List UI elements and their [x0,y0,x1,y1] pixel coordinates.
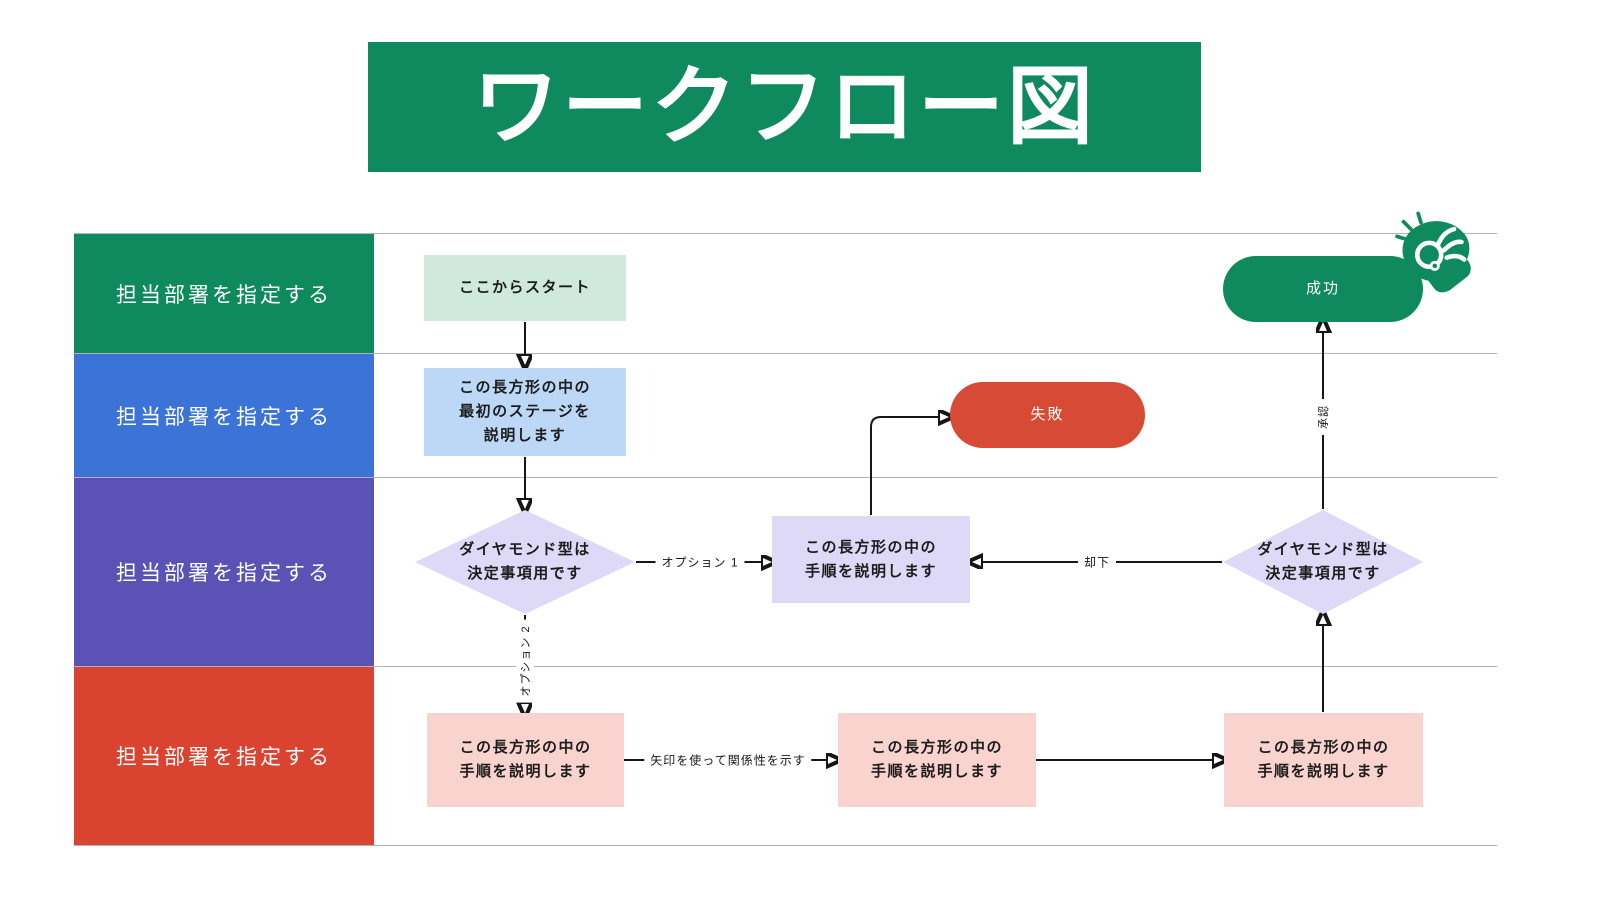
node-process-bottom-left: この長方形の中の 手順を説明します [427,713,624,807]
thumb-dot [1429,260,1440,271]
edge-label-option2: オプション 2 [516,619,534,703]
edge-label-option1: オプション 1 [655,552,745,572]
node-first-stage: この長方形の中の 最初のステージを 説明します [424,368,626,456]
finger-strokes [1435,226,1467,262]
ok-hand-icon [1395,211,1471,293]
edge-label-approve: 承認 [1314,399,1332,435]
swimlane-row-2: 担当部署を指定する [74,353,1497,477]
edge-label-relation: 矢印を使って関係性を示す [644,750,812,770]
ok-ring [1414,240,1444,270]
swimlane-label-1: 担当部署を指定する [74,234,374,353]
swimlane-label-3: 担当部署を指定する [74,478,374,666]
node-failure: 失敗 [950,382,1145,448]
swimlane-label-text: 担当部署を指定する [116,746,332,769]
title-banner: ワークフロー図 [368,42,1201,172]
swimlane-row-1: 担当部署を指定する [74,233,1497,353]
swimlane-row-4: 担当部署を指定する [74,666,1497,845]
node-start: ここからスタート [424,255,626,321]
hand-shape [1402,221,1471,293]
swimlane-label-4: 担当部署を指定する [74,667,374,845]
swimlane-label-text: 担当部署を指定する [116,562,332,585]
swimlane-row-3: 担当部署を指定する [74,477,1497,666]
sparkle-lines [1395,211,1423,242]
swimlane-label-text: 担当部署を指定する [116,405,332,429]
swimlane-grid: 担当部署を指定する 担当部署を指定する 担当部署を指定する 担当部署を指定する [74,233,1497,846]
swimlane-label-text: 担当部署を指定する [116,283,332,307]
node-process-bottom-right: この長方形の中の 手順を説明します [1224,713,1423,807]
swimlane-label-2: 担当部署を指定する [74,354,374,477]
node-process-bottom-middle: この長方形の中の 手順を説明します [838,713,1036,807]
edge-label-reject: 却下 [1077,552,1117,572]
page-title: ワークフロー図 [473,59,1096,155]
node-process-center: この長方形の中の 手順を説明します [772,516,970,603]
node-success: 成功 [1223,256,1423,322]
